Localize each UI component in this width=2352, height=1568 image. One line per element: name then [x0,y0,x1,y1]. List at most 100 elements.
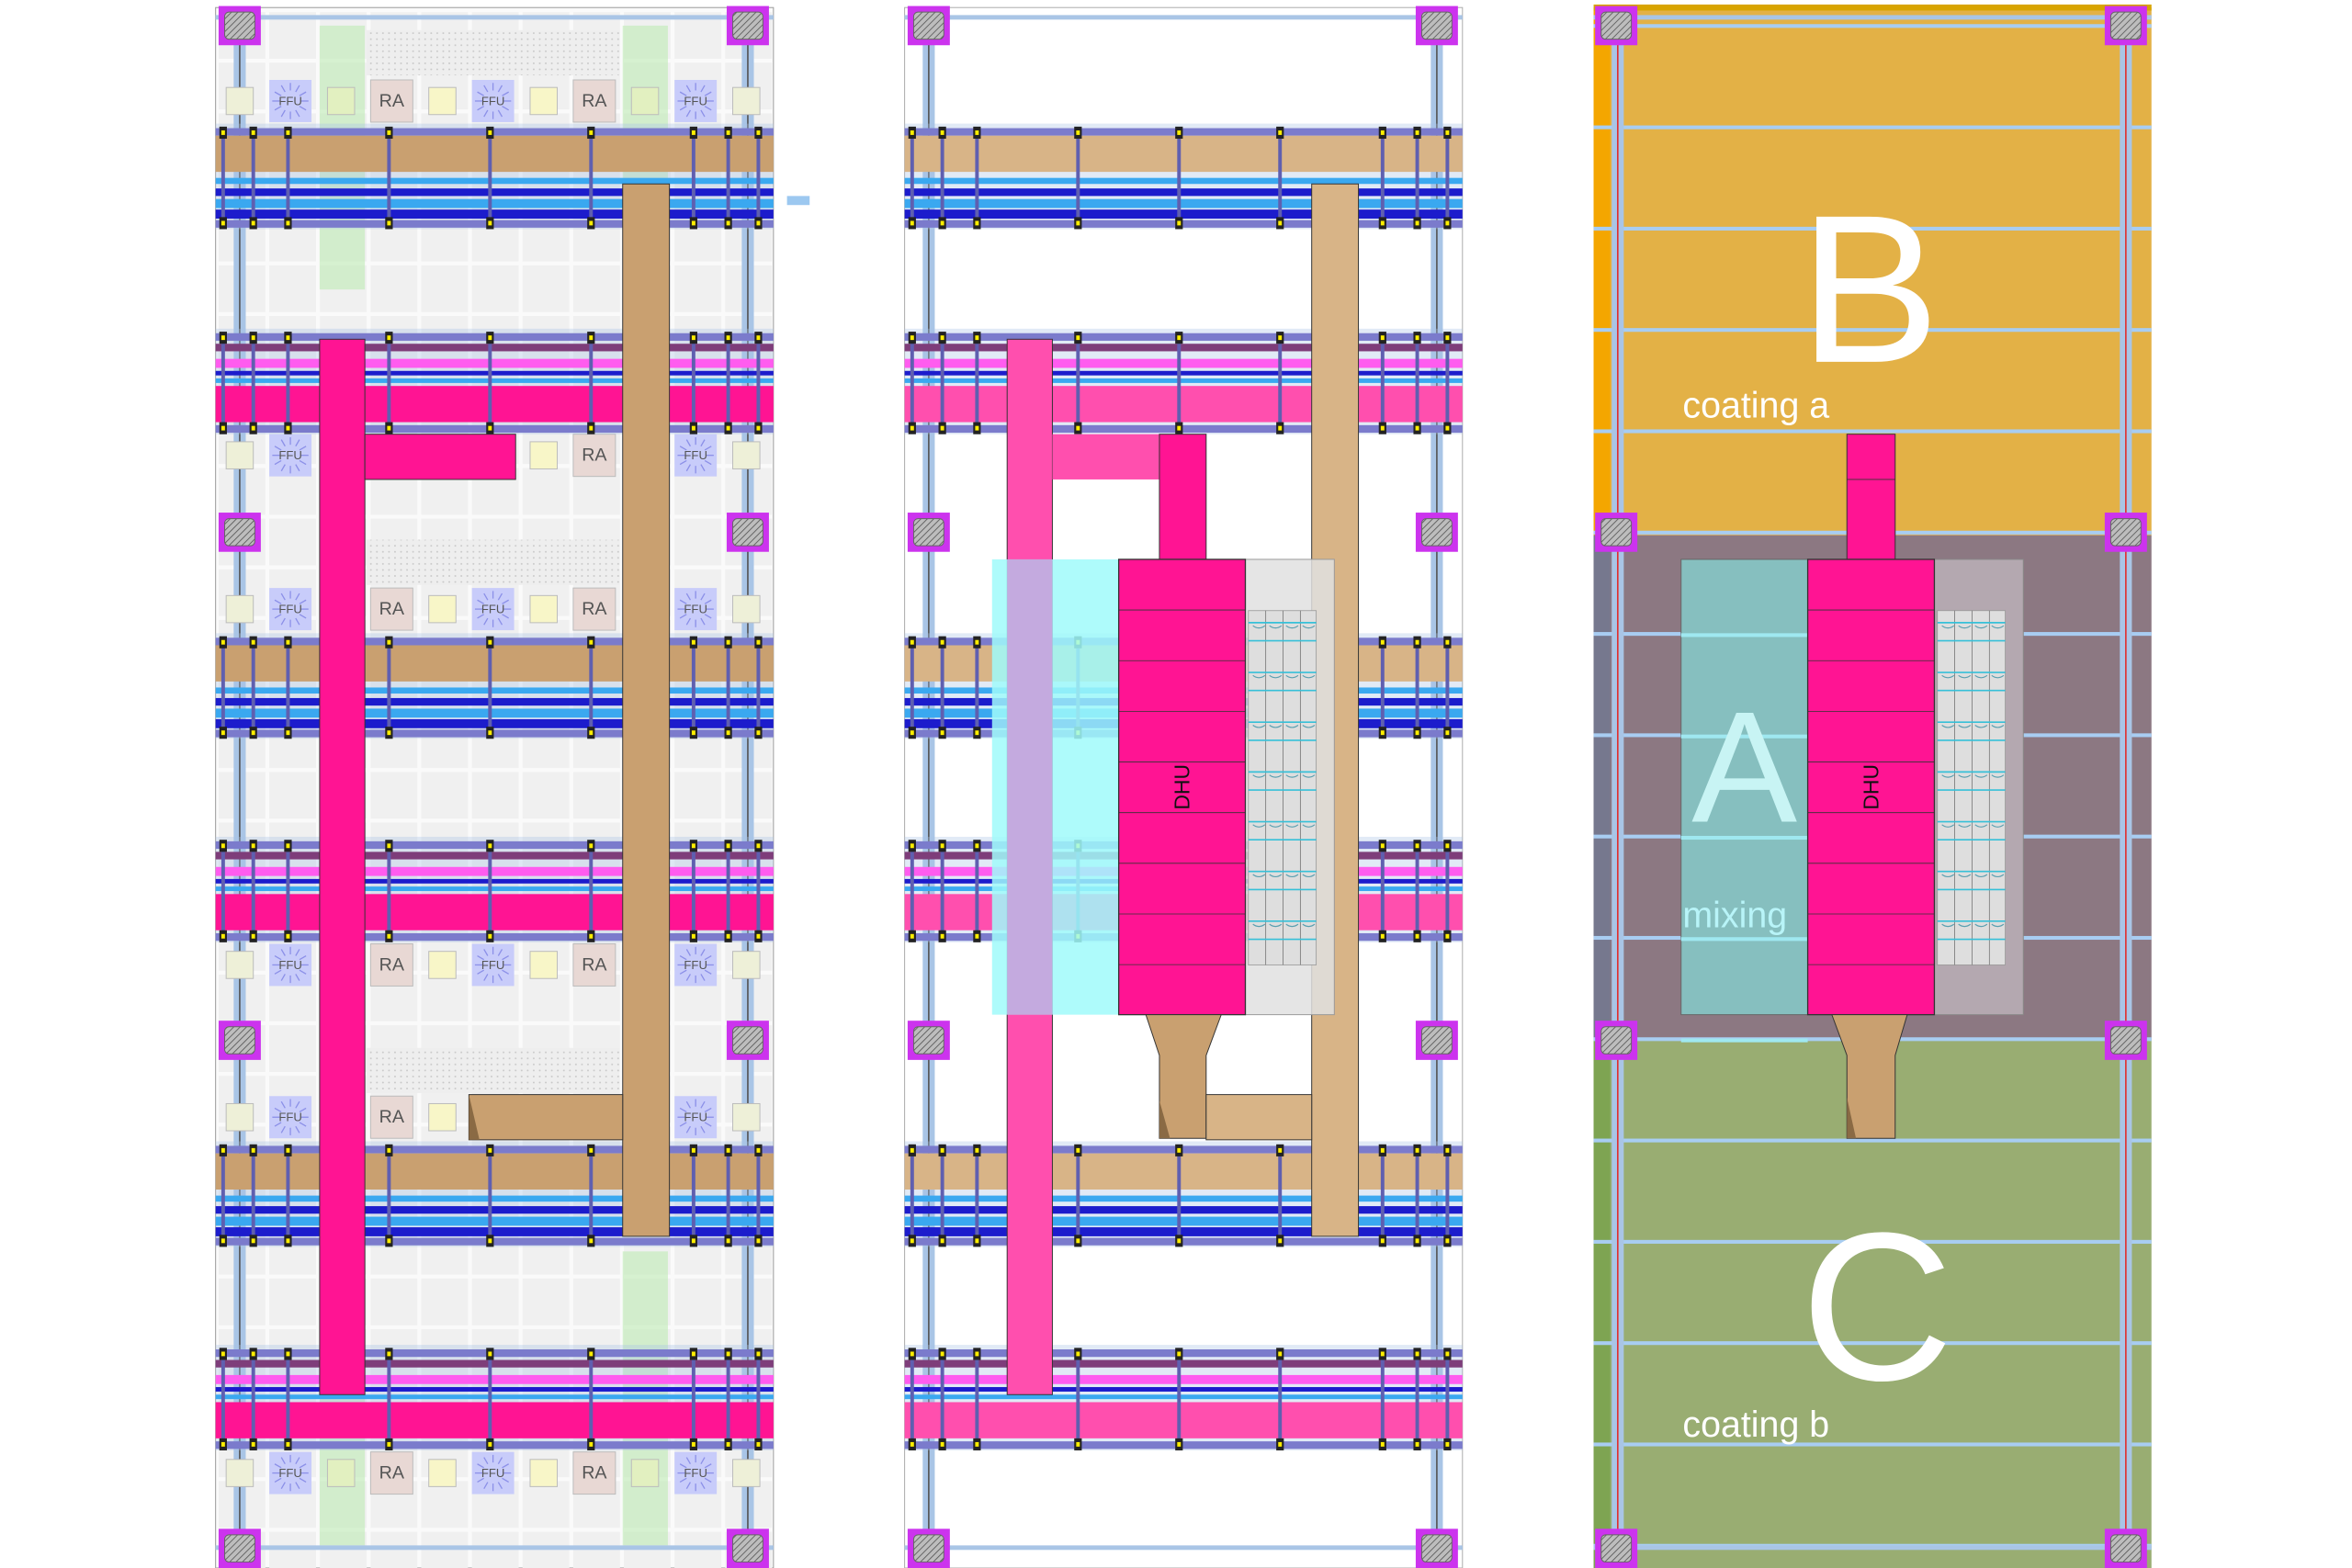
hanger-rod [756,638,761,736]
hanger-rod [1415,638,1419,736]
hanger-dot [387,1351,391,1357]
process-pipe [904,1402,1463,1438]
pad-hatch-icon [2109,1026,2142,1055]
coil-fin-icon [1958,874,1972,878]
hanger-rod [1380,638,1385,736]
coil-grid [1937,610,2006,965]
fan-icon [704,1463,712,1469]
panel-dhu-layout: DHU [904,6,1464,1568]
pipe-dark-blue [904,1206,1463,1214]
coil-fin-icon [1302,725,1316,728]
ffu-label: FFU [684,94,707,107]
hanger-rod [1445,334,1450,432]
service-band-duct [215,633,774,739]
anchor-pad [1595,1529,1638,1568]
hanger-rod [251,1147,255,1245]
fan-icon [700,1100,706,1109]
anchor-pad [726,1529,769,1568]
rail-line [215,1349,774,1358]
hanger-dot [691,843,695,849]
fan-icon [299,1463,307,1469]
hanger-dot [488,933,492,939]
fan-icon [704,599,712,604]
coil-fin-icon [1958,625,1972,629]
ra-label: RA [582,91,607,111]
hanger-dot [1380,730,1385,736]
hanger-rod [726,334,730,432]
return-grille-pale [225,594,254,624]
hanger-rod [1445,638,1450,736]
hanger-rod [940,1147,944,1245]
rail-line [215,932,774,942]
ra-label: RA [379,954,405,975]
hanger-dot [1415,425,1419,431]
coil-grid-bg [1248,610,1317,965]
pipe-dark-blue [215,1206,774,1214]
ffu-label: FFU [278,94,301,107]
coil-fin-icon [1252,674,1266,679]
hanger-rod [975,1147,979,1245]
hanger-dot [1445,730,1450,736]
return-grille-yellow [428,1102,457,1132]
fan-icon [679,91,687,96]
hanger-dot [756,425,761,431]
fan-icon [280,974,286,981]
hanger-dot [1076,130,1080,135]
rail-line [215,729,774,738]
fan-icon [483,974,489,981]
hanger-rod [220,842,225,940]
hanger-dot [756,1238,761,1244]
hanger-rod [691,334,695,432]
fan-icon [477,1477,484,1483]
coil-fin-icon [1941,725,1955,728]
bottom-rail [215,1545,774,1551]
hanger-rod [975,638,979,736]
fan-icon [280,1125,286,1134]
ffu-label: FFU [481,94,504,107]
service-band-pipe [904,1345,1463,1450]
pipe-dark-purple [215,1359,774,1368]
fan-icon [299,969,307,975]
pad-hatch-icon [912,1026,944,1055]
hanger-rod [975,334,979,432]
hanger-dot [1445,130,1450,135]
grid-line [1680,937,1808,942]
pipe-dark-purple [215,852,774,860]
fan-icon [280,592,286,601]
hanger-dot [1076,1351,1080,1357]
service-band-pipe [215,836,774,942]
ra-cell [572,1451,616,1495]
hanger-dot [756,335,761,341]
fan-icon [483,1457,489,1464]
return-grille-yellow [529,441,559,469]
hanger-dot [589,130,594,135]
hatched-area [366,1047,620,1093]
return-grille-pale [732,1102,761,1132]
fan-icon [685,439,691,447]
fan-icon [295,1457,300,1464]
hanger-rod [251,334,255,432]
fan-icon [477,614,484,619]
pipe-light-blue [215,1216,774,1226]
duct-branch [468,1094,624,1141]
coil-fin-icon [1285,824,1299,828]
fan-icon [274,106,282,111]
hanger-rod [756,1350,761,1448]
hanger-dot [1445,639,1450,645]
hanger-dot [251,933,255,939]
hanger-dot [1278,1238,1283,1244]
pipe-light-blue [215,177,774,185]
ra-cell [572,942,616,987]
hanger-rod [589,1147,594,1245]
anchor-pad [907,6,950,46]
hanger-dot [940,335,944,341]
grid-cell [572,1278,620,1325]
grid-cell [370,772,418,819]
pad-hatch-icon [732,1026,763,1055]
anchor-pad [1415,1021,1458,1060]
hanger-rod [756,842,761,940]
anchor-pad [726,513,769,552]
hanger-rod [1076,1147,1080,1245]
rail-line [904,128,1463,136]
ra-label: RA [582,599,607,619]
